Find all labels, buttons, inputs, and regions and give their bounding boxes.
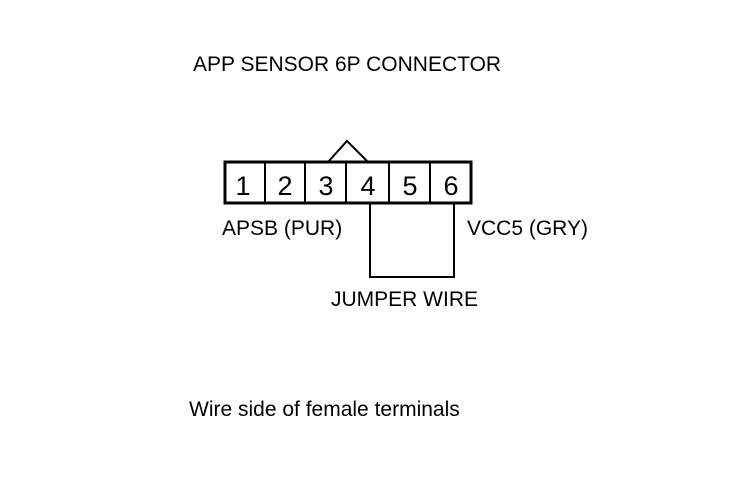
pin-number-2: 2 xyxy=(277,171,292,201)
jumper-wire-label: JUMPER WIRE xyxy=(331,288,478,311)
pin-number-3: 3 xyxy=(318,171,333,201)
vcc5-terminal-label: VCC5 (GRY) xyxy=(467,217,588,240)
pin-number-5: 5 xyxy=(402,171,417,201)
pin-number-6: 6 xyxy=(443,171,458,201)
locking-tab xyxy=(327,139,369,163)
view-caption: Wire side of female terminals xyxy=(189,398,460,421)
connector-body xyxy=(223,160,473,205)
apsb-terminal-label: APSB (PUR) xyxy=(222,217,343,240)
jumper-wire-line xyxy=(369,203,455,278)
pin-dividers xyxy=(264,162,431,203)
pin-number-1: 1 xyxy=(235,171,250,201)
diagram-title: APP SENSOR 6P CONNECTOR xyxy=(193,53,502,76)
pin-number-4: 4 xyxy=(360,171,375,201)
